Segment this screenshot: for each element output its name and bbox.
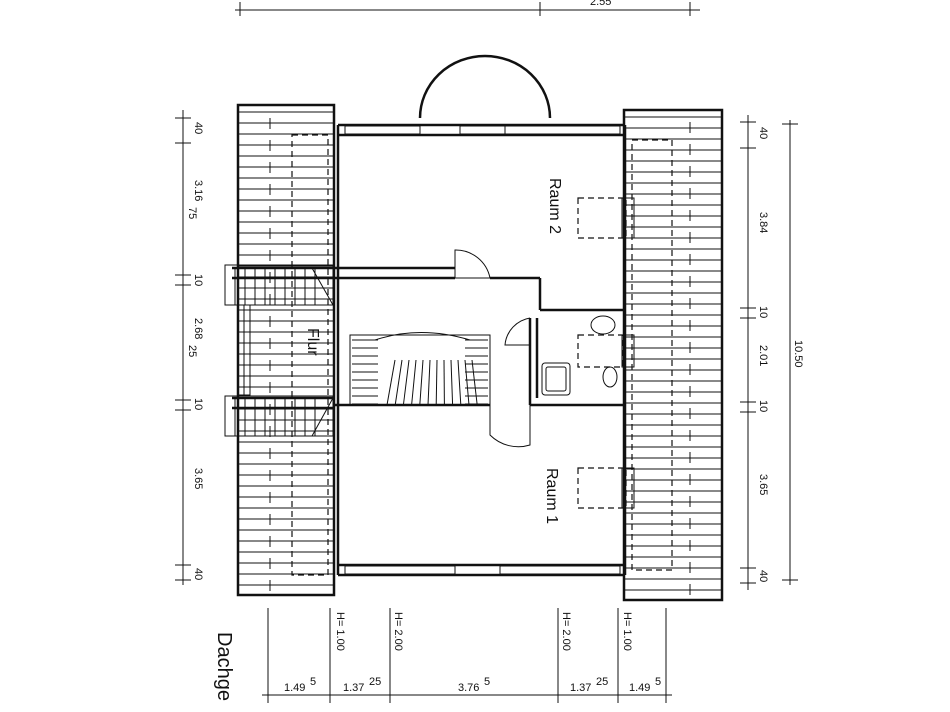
- bottom-dim-5-sup: 5: [655, 676, 661, 688]
- stair-step: [427, 359, 431, 406]
- right-dim-10a: 10: [757, 306, 769, 318]
- right-dim-365: 3.65: [757, 474, 769, 495]
- top-dim-label: 2.55: [590, 0, 611, 8]
- stair-step: [457, 359, 462, 406]
- left-lower-wedge: [224, 395, 334, 437]
- stair-step: [464, 359, 470, 406]
- top-windows: [344, 125, 621, 575]
- toilet-icon: [602, 366, 618, 388]
- stair-step: [386, 359, 396, 406]
- bottom-dim-1-sup: 5: [310, 676, 316, 688]
- left-roof-slope: [236, 103, 336, 597]
- height-h1: H= 1.00: [334, 612, 346, 651]
- right-dim-384: 3.84: [757, 212, 769, 233]
- left-dim-316-sup: 75: [186, 207, 198, 219]
- right-dimension-chain: 40 3.84 10 2.01 10 3.65 40 10.50: [740, 115, 804, 590]
- stair-step: [419, 359, 424, 406]
- stair-step: [435, 359, 438, 406]
- left-dim-316: 3.16: [192, 180, 204, 201]
- left-dim-40a: 40: [192, 122, 204, 134]
- stair-step: [411, 359, 417, 406]
- right-dim-10b: 10: [757, 400, 769, 412]
- left-dim-268: 2.68: [192, 318, 204, 339]
- bottom-dim-2-sup: 25: [369, 676, 381, 688]
- outer-walls: [336, 123, 627, 577]
- left-upper-wedge: [224, 264, 334, 306]
- stair-step: [450, 359, 454, 406]
- height-h4: H= 1.00: [621, 612, 633, 651]
- top-dimension-line: 2.55: [235, 0, 700, 16]
- staircase: [349, 332, 491, 406]
- bottom-dim-4: 1.37: [570, 682, 591, 694]
- left-dim-268-sup: 25: [186, 345, 198, 357]
- door-raum2: [454, 249, 491, 279]
- left-dim-10a: 10: [192, 274, 204, 286]
- bathtub-icon: [541, 362, 571, 396]
- bottom-dim-2: 1.37: [343, 682, 364, 694]
- right-dim-40a: 40: [757, 127, 769, 139]
- bottom-dim-1: 1.49: [284, 682, 305, 694]
- bottom-dim-5: 1.49: [629, 682, 650, 694]
- sink-icon: [590, 315, 616, 335]
- stair-step: [394, 359, 403, 406]
- right-dim-201: 2.01: [757, 345, 769, 366]
- room-label-raum1: Raum 1: [543, 468, 560, 524]
- stair-step: [471, 359, 478, 406]
- skylights: [577, 197, 635, 509]
- door-raum1: [489, 405, 531, 448]
- left-dim-365: 3.65: [192, 468, 204, 489]
- right-dim-total: 10.50: [792, 340, 804, 368]
- height-h3: H= 2.00: [560, 612, 572, 651]
- room-label-raum2: Raum 2: [546, 178, 563, 234]
- right-dim-40b: 40: [757, 570, 769, 582]
- round-balcony: [418, 54, 552, 119]
- height-h2: H= 2.00: [392, 612, 404, 651]
- bathroom-fixtures: [541, 315, 624, 396]
- height-markers: H= 1.00 H= 2.00 H= 2.00 H= 1.00: [334, 612, 633, 651]
- left-dimension-chain: 40 3.16 75 10 2.68 25 10 3.65 40: [175, 110, 204, 585]
- bottom-dimension-chain: 1.49 5 1.37 25 3.76 5 1.37 25 1.49 5: [262, 608, 672, 703]
- left-dim-40b: 40: [192, 568, 204, 580]
- bottom-dim-3-sup: 5: [484, 676, 490, 688]
- sheet-title: Dachge: [213, 632, 235, 701]
- door-bath: [504, 317, 531, 346]
- left-gable-window: [237, 304, 251, 396]
- stair-step: [402, 359, 410, 406]
- room-label-flur: Flur: [304, 328, 321, 356]
- bottom-dim-3: 3.76: [458, 682, 479, 694]
- right-roof-slope: [622, 108, 724, 602]
- left-dim-10b: 10: [192, 398, 204, 410]
- bottom-dim-4-sup: 25: [596, 676, 608, 688]
